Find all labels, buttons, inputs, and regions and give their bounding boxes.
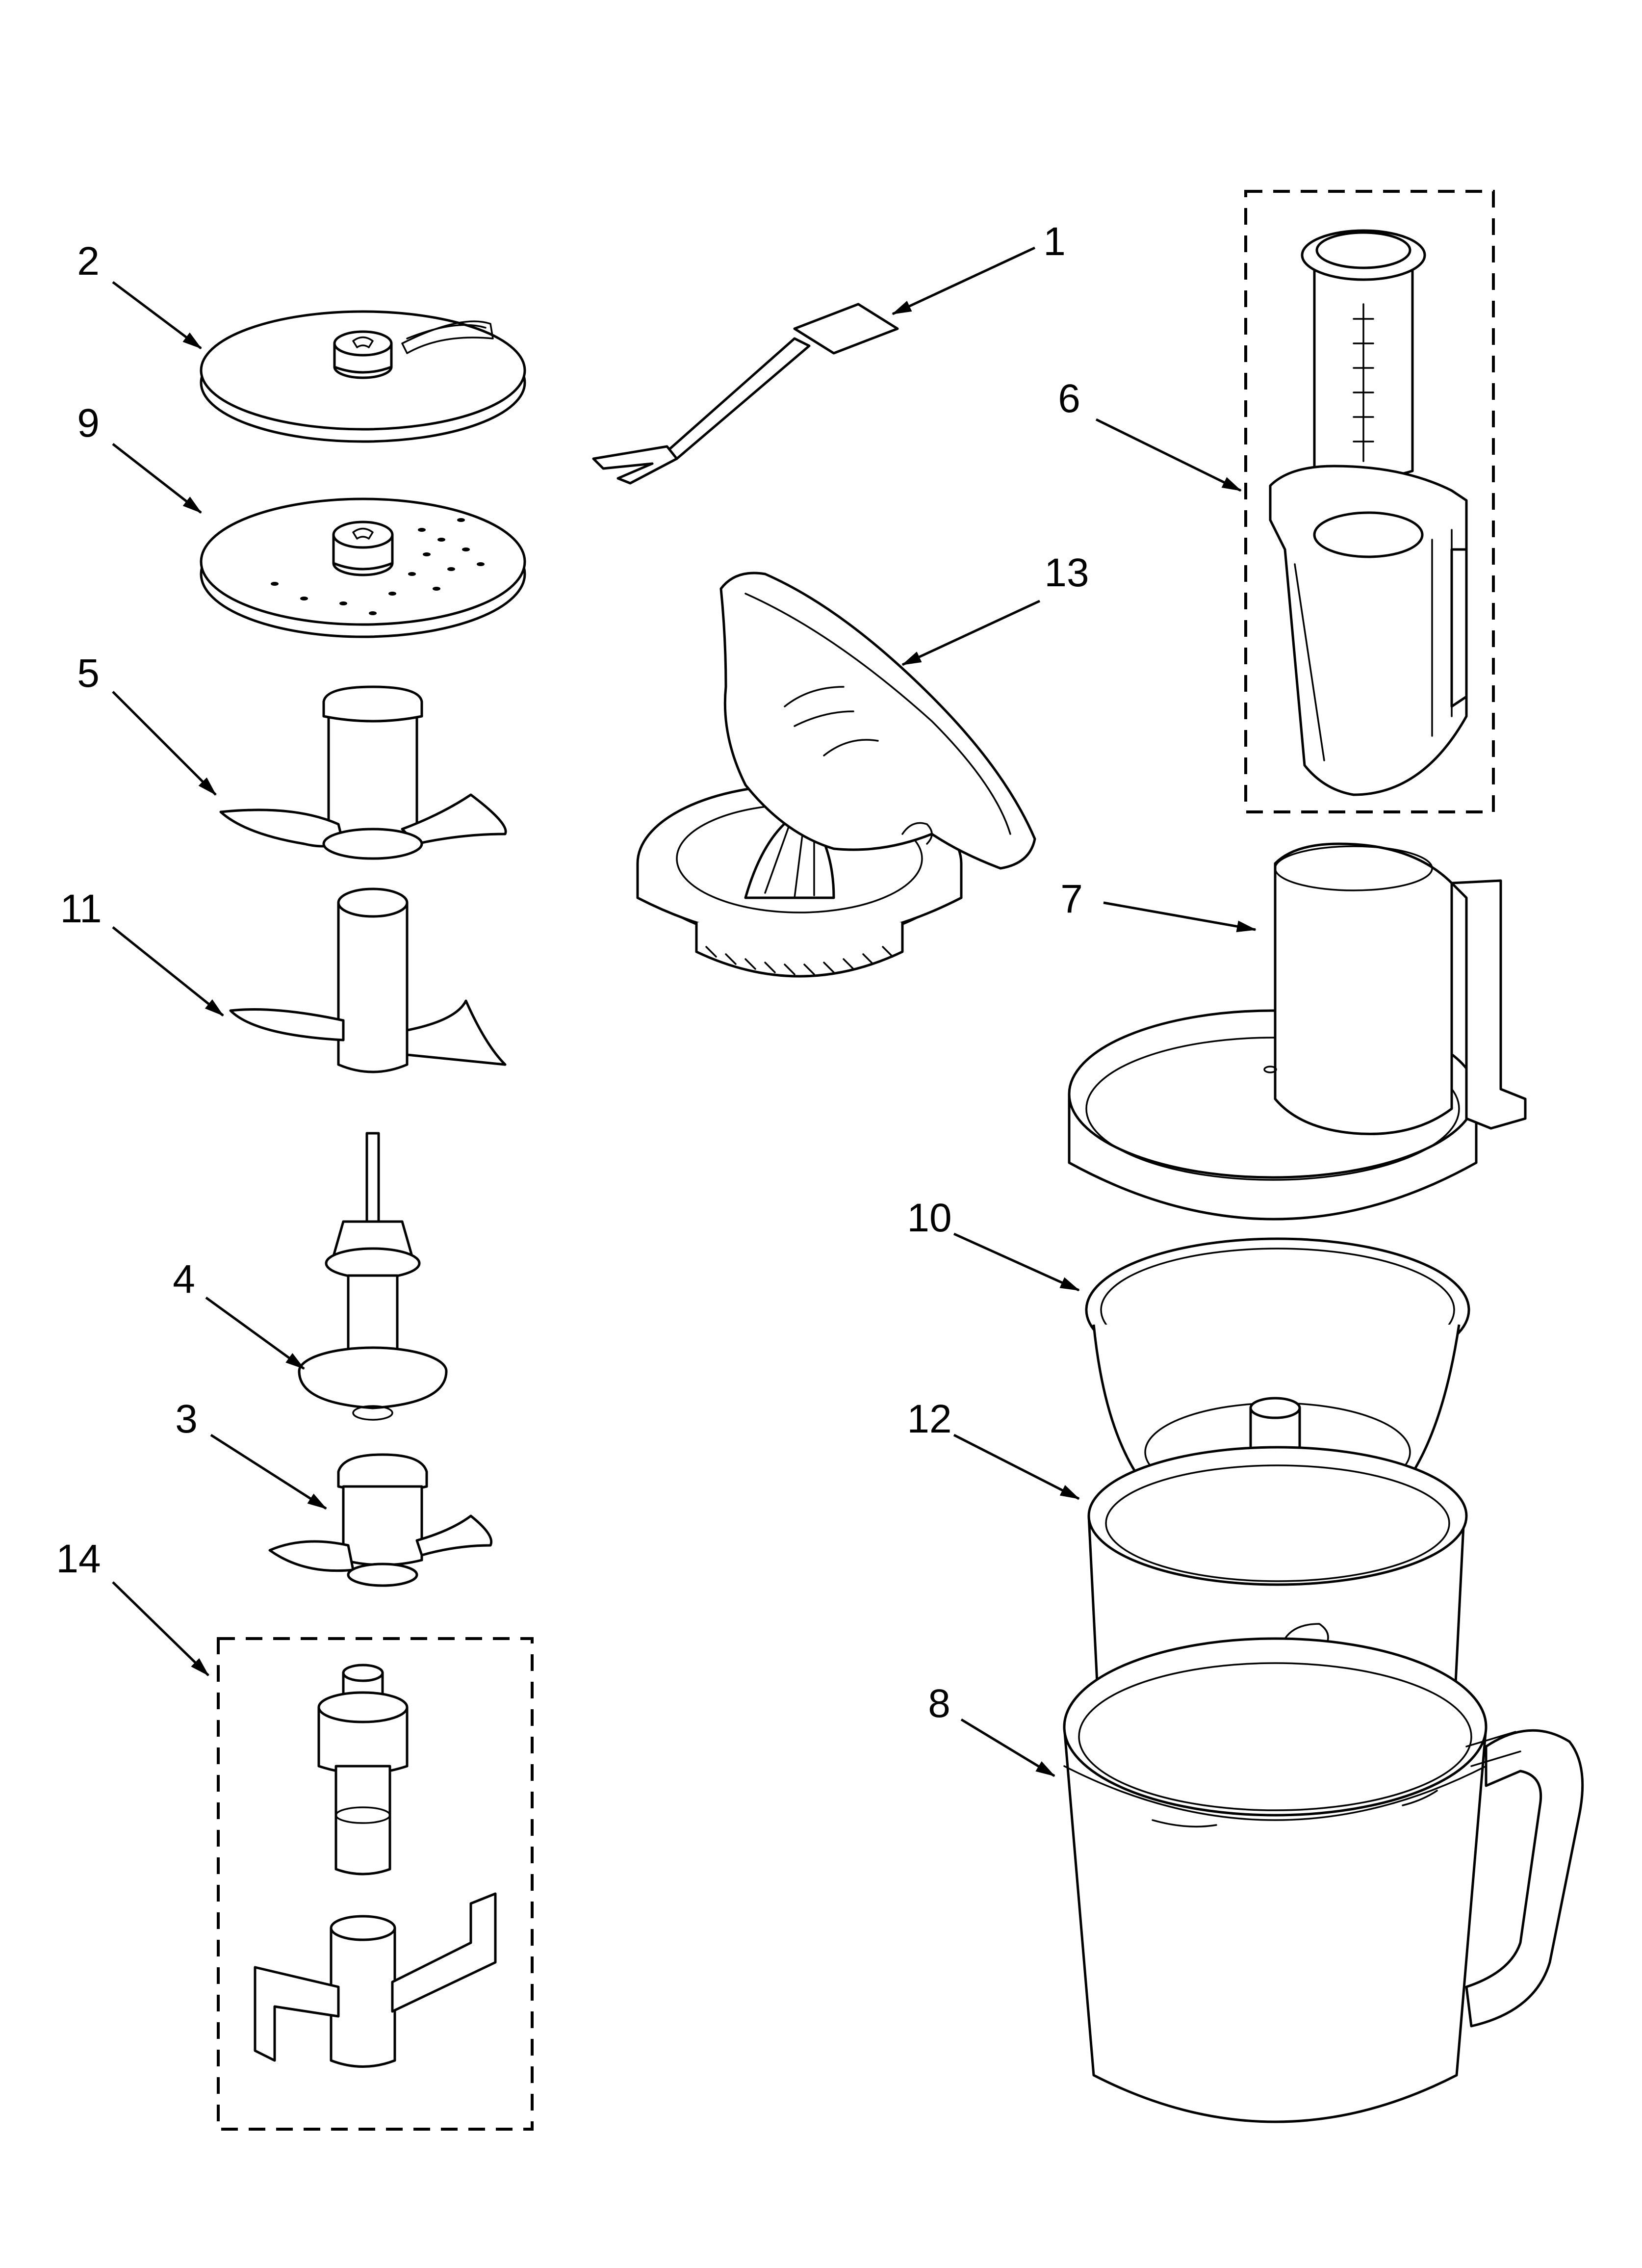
callout-14: 14 (56, 1537, 101, 1581)
lid-with-feed-tube-icon (1068, 842, 1527, 1221)
callout-3: 3 (175, 1397, 198, 1441)
shredding-disc-icon (200, 497, 526, 638)
callout-5: 5 (77, 651, 100, 696)
dough-blade-icon (229, 887, 507, 1073)
callout-11: 11 (60, 886, 102, 931)
slicing-disc-icon (200, 310, 526, 443)
callout-7: 7 (1060, 877, 1083, 921)
callout-9: 9 (77, 401, 100, 445)
callout-2: 2 (77, 239, 100, 284)
callout-labels: 1 2 3 4 5 6 7 8 9 10 11 12 13 14 (56, 219, 1089, 1726)
citrus-press-icon (636, 572, 1036, 978)
food-pusher-assembly-icon (1244, 190, 1495, 813)
callout-4: 4 (173, 1257, 195, 1302)
blade-icon (219, 685, 507, 860)
callout-8: 8 (928, 1681, 950, 1726)
drive-adapter-icon (298, 1132, 448, 1421)
callout-10: 10 (907, 1196, 951, 1240)
callout-6: 6 (1058, 376, 1080, 421)
mini-blade-icon (268, 1453, 493, 1587)
leader-lines (112, 246, 1257, 1777)
callout-13: 13 (1044, 550, 1089, 595)
callout-12: 12 (907, 1397, 951, 1441)
egg-whip-assembly-icon (217, 1637, 534, 2131)
work-bowl-icon (1063, 1637, 1584, 2123)
callout-1: 1 (1043, 219, 1066, 264)
spatula-icon (592, 303, 899, 485)
